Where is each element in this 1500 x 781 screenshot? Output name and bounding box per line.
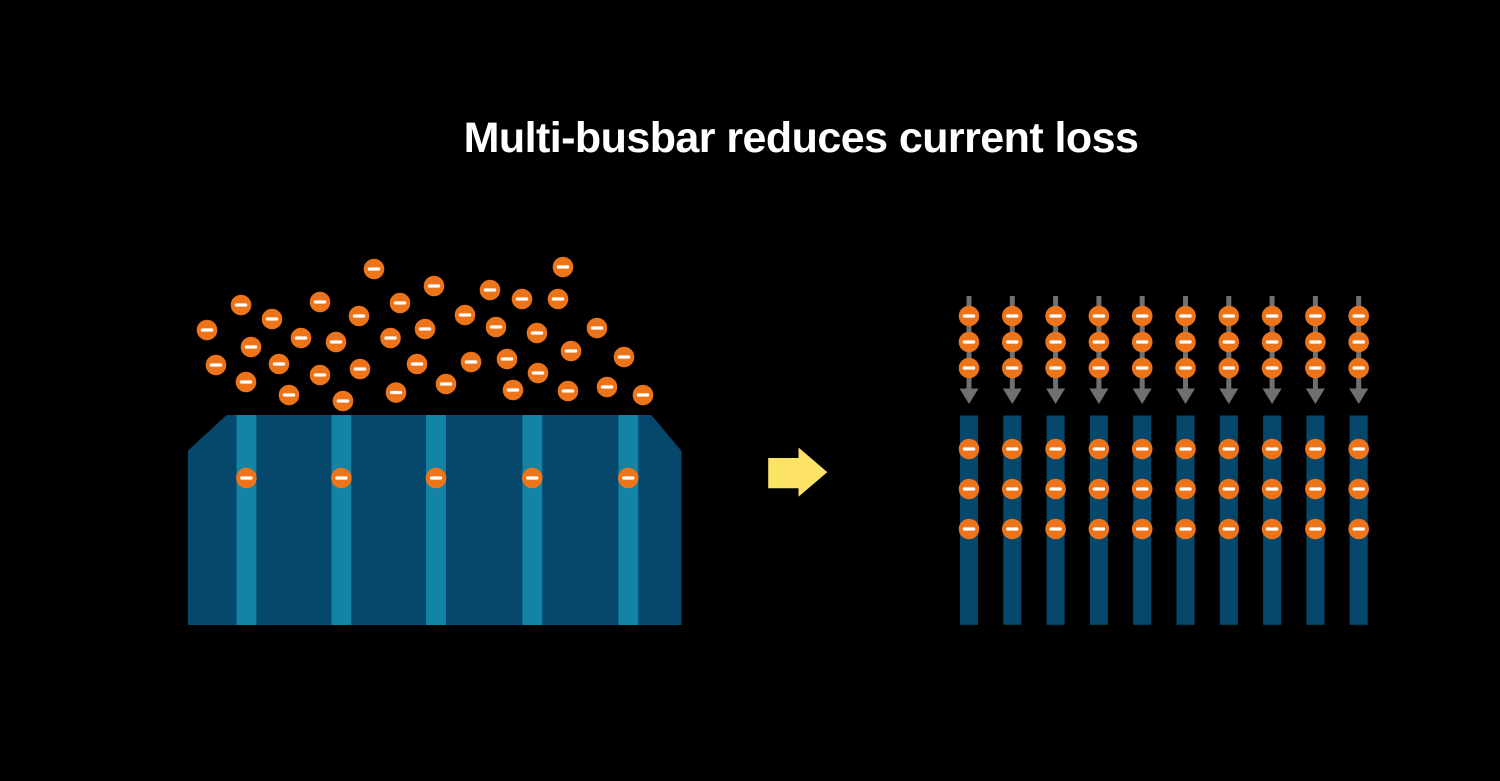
svg-text:Multi-busbar reduces current l: Multi-busbar reduces current loss: [464, 114, 1139, 162]
